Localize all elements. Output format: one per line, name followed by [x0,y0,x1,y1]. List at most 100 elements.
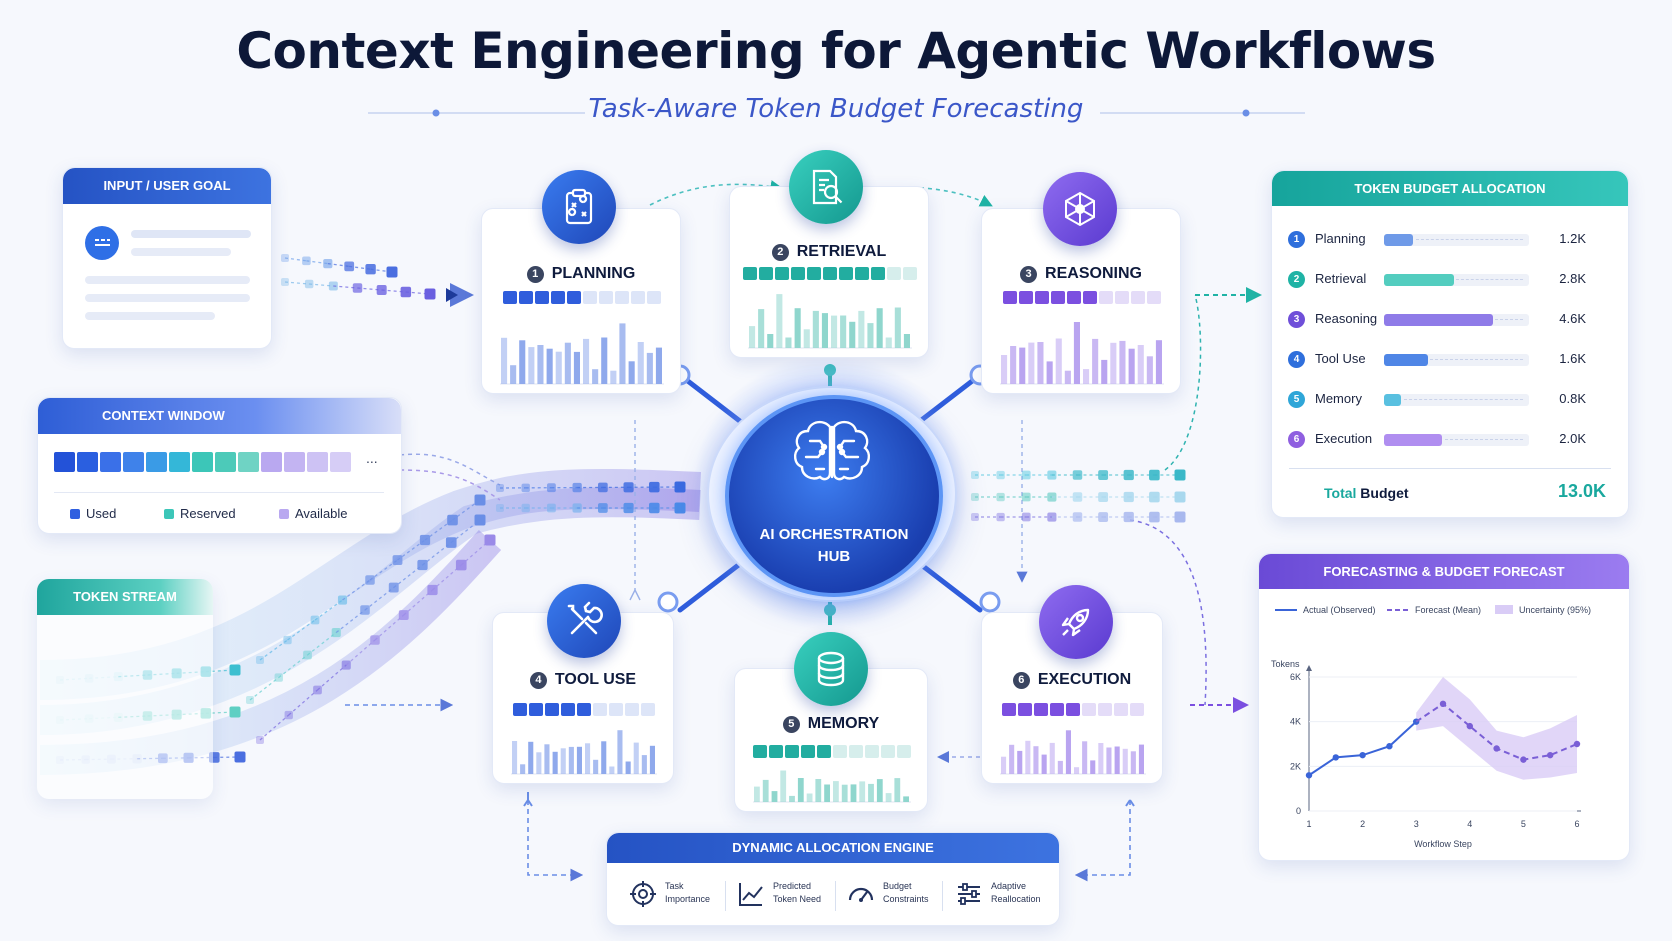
allocation-label: Execution [1315,431,1373,446]
network-nodes-icon [1043,172,1117,246]
trail-link [288,689,318,716]
progress-segment [785,745,799,758]
progress-segment [817,745,831,758]
progress-segment [1051,291,1065,304]
mini-chart-bar [1010,346,1017,384]
step-progress-bar [1003,291,1161,304]
progress-segment [545,703,559,716]
mini-chart-bar [1122,748,1128,774]
forecast-x-tick: 5 [1521,819,1526,829]
allocation-bar-track [1384,314,1529,326]
trail-link [284,281,310,285]
allocation-bar-remaining [1495,319,1523,320]
forecast-panel: FORECASTING & BUDGET FORECAST Actual (Ob… [1258,553,1630,861]
trail-link [278,654,308,679]
mini-chart-bar [1130,751,1136,774]
context-window-panel: CONTEXT WINDOW ... Used Reserved Availab… [37,397,402,534]
forecast-x-tick: 6 [1574,819,1579,829]
mini-chart-bar [1137,345,1144,384]
mini-chart-bar [903,796,909,802]
mini-chart-bar [576,746,582,774]
mini-chart-bar [573,351,580,384]
mini-chart-bar [520,764,526,774]
forecast-chart: Actual (Observed)Forecast (Mean)Uncertai… [1271,605,1591,849]
mini-chart-bar [849,321,856,348]
mini-chart-bar [1064,370,1071,384]
mini-chart-bar [1073,322,1080,384]
progress-segment [1130,703,1144,716]
progress-segment [759,267,773,280]
mini-chart-bar [859,781,866,802]
mini-chart-bar [789,795,795,802]
allocation-bar-track [1384,354,1529,366]
trail-link [317,664,347,691]
token-dot [674,481,686,493]
progress-segment [535,291,549,304]
allocation-bar-remaining [1415,239,1523,240]
trail-link [307,631,337,656]
progress-segment [1083,291,1097,304]
progress-segment [503,291,517,304]
mini-chart-bar [625,761,631,774]
trail-link [374,614,405,641]
clipboard-strategy-icon [542,170,616,244]
progress-segment [881,745,895,758]
progress-segment [583,291,597,304]
progress-segment [529,703,543,716]
progress-segment [1099,291,1113,304]
progress-segment [647,291,661,304]
mini-chart-bar [1128,348,1135,384]
text-placeholder-line [131,230,251,238]
allocation-bar-remaining [1456,279,1523,280]
mini-chart-bar [1041,754,1047,774]
progress-segment [1035,291,1049,304]
step-progress-bar [513,703,655,716]
mini-chart-bar [628,361,635,384]
forecast-y-tick: 2K [1290,761,1301,771]
step-mini-chart [500,323,664,385]
mini-chart-bar [1065,730,1071,774]
context-segment [307,452,328,472]
mini-chart-bar [510,365,517,384]
progress-segment [593,703,607,716]
allocation-value: 0.8K [1559,391,1586,406]
mini-chart-bar [601,741,607,774]
token-dot [572,482,582,493]
mini-chart-bar [821,313,828,348]
mini-chart-bar [649,745,655,774]
page-title: Context Engineering for Agentic Workflow… [236,22,1436,80]
mini-chart-bar [528,741,534,774]
progress-segment [791,267,805,280]
mini-chart-bar [780,770,787,802]
progress-segment [1019,291,1033,304]
progress-segment [1050,703,1064,716]
mini-chart-bar [501,337,508,384]
divider [942,881,943,911]
progress-segment [513,703,527,716]
target-icon [630,881,656,907]
mini-chart-bar [1046,361,1053,384]
mini-chart-bar [894,307,901,348]
step-progress-bar [743,267,917,280]
context-segment [77,452,98,472]
progress-segment [775,267,789,280]
progress-segment [865,745,879,758]
forecast-point [1439,700,1447,707]
forecast-legend-item: Forecast (Mean) [1387,605,1481,615]
mini-chart-bar [619,323,626,384]
forecast-legend-item: Uncertainty (95%) [1495,605,1591,615]
allocation-label: Retrieval [1315,271,1367,286]
mini-chart-bar [1017,750,1023,774]
mini-chart-bar [894,778,901,802]
mini-chart-bar [593,759,599,774]
allocation-bar-fill [1384,394,1402,406]
mini-chart-bar [552,751,558,774]
mini-chart-bar [754,786,760,802]
step-mini-chart [1000,730,1146,775]
mini-chart-bar [537,345,544,384]
forecast-y-label: Tokens [1271,659,1300,669]
trend-chart-icon [739,883,763,906]
